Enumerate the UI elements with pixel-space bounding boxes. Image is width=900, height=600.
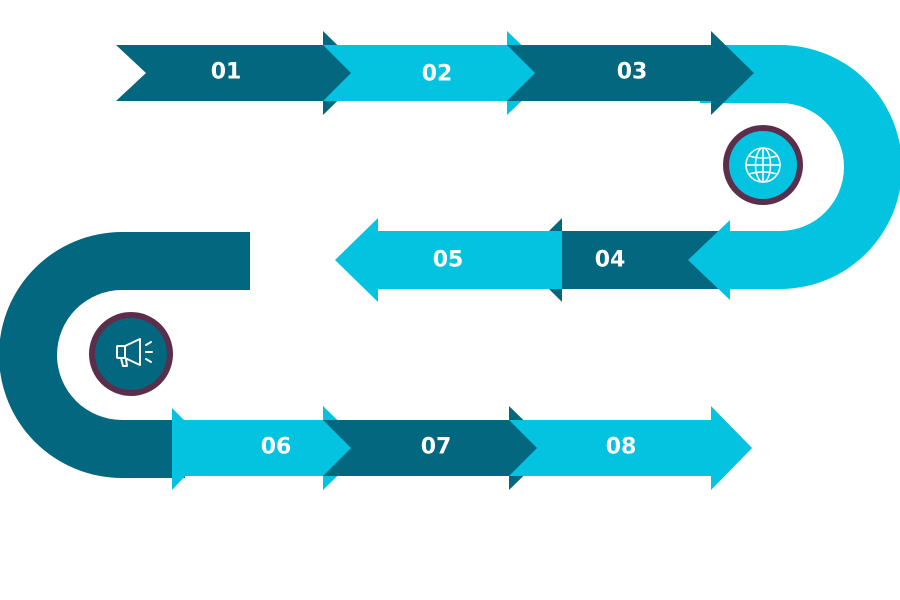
step-label-01: 01 (211, 60, 242, 85)
step-arrow-08 (509, 406, 752, 490)
left-u-turn-arrowhead (172, 408, 212, 490)
step-label-08: 08 (606, 435, 637, 460)
step-arrow-05 (335, 218, 562, 302)
step-label-04: 04 (595, 248, 626, 273)
step-label-06: 06 (261, 435, 292, 460)
step-label-02: 02 (422, 62, 453, 87)
step-arrow-01 (116, 31, 366, 115)
step-label-03: 03 (617, 60, 648, 85)
globe-badge (723, 125, 803, 205)
step-arrow-06 (172, 406, 366, 490)
step-arrow-02 (323, 31, 551, 115)
left-u-turn-connector (0, 232, 250, 478)
step-label-05: 05 (433, 248, 464, 273)
step-arrow-04 (520, 218, 730, 302)
megaphone-icon (116, 338, 153, 367)
right-u-turn-connector (700, 45, 900, 289)
globe-icon (745, 147, 781, 183)
step-arrow-03 (507, 31, 754, 115)
step-arrow-07 (323, 406, 552, 490)
u-turn-arrowhead (688, 220, 730, 300)
megaphone-badge (89, 312, 173, 396)
step-label-07: 07 (421, 435, 452, 460)
